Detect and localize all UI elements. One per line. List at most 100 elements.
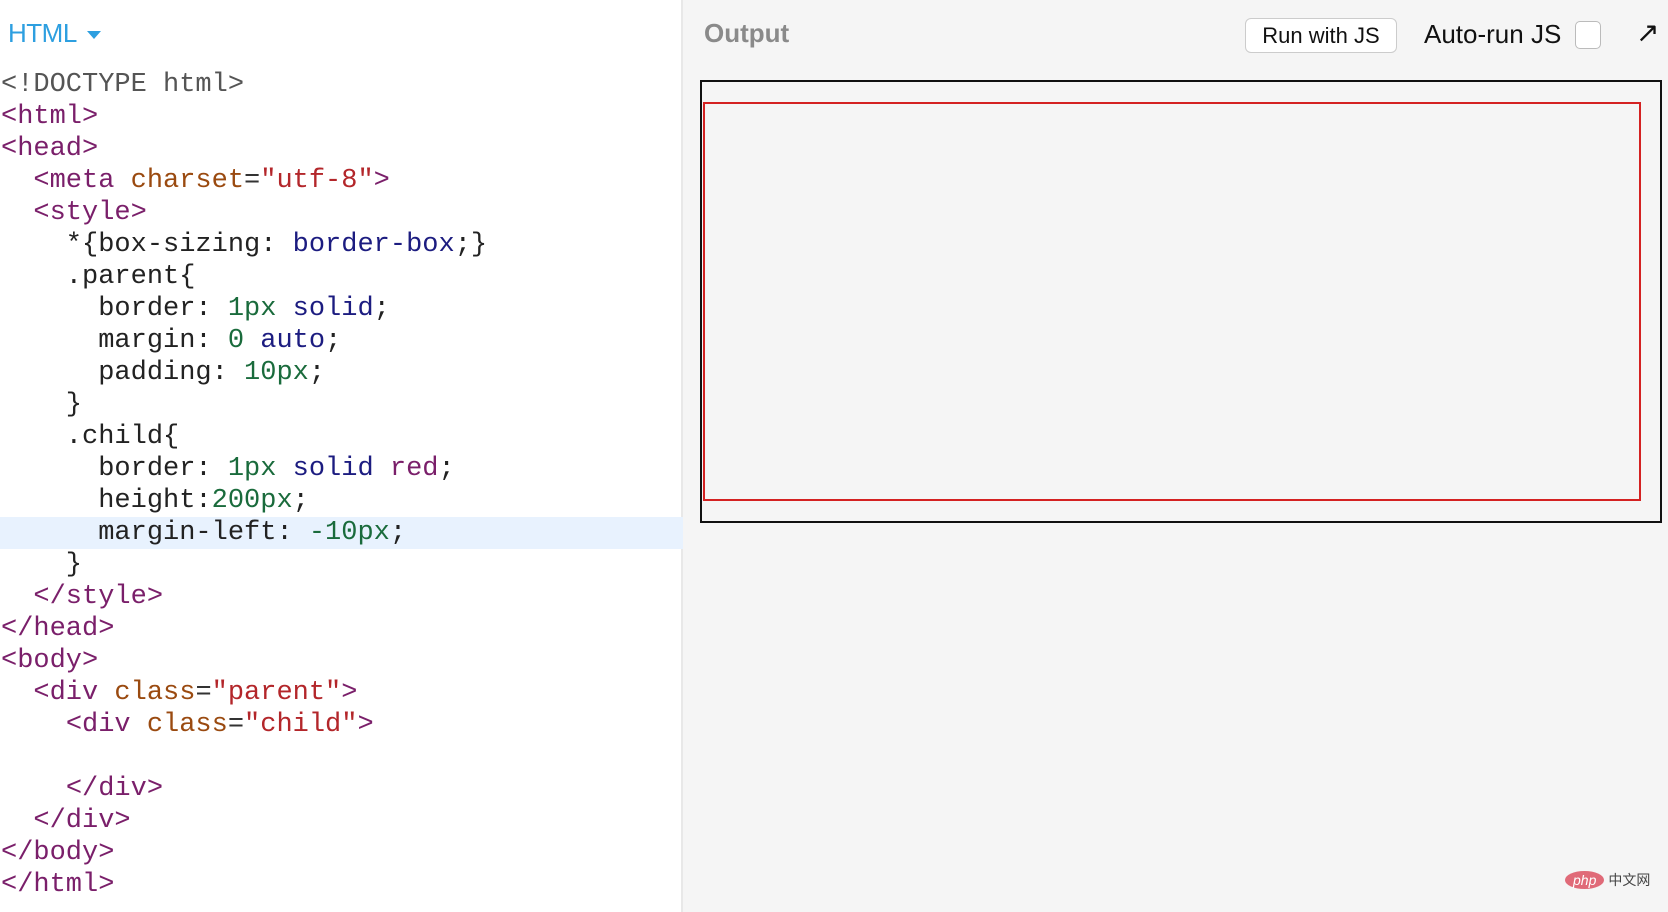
code-token: solid xyxy=(292,454,374,484)
code-line[interactable]: <style> xyxy=(0,197,683,229)
code-line[interactable]: </div> xyxy=(0,805,683,837)
output-title: Output xyxy=(704,18,790,48)
autorun-label: Auto-run JS xyxy=(1424,19,1562,49)
code-token: > xyxy=(357,710,374,740)
code-token: </head> xyxy=(1,614,115,644)
code-line[interactable]: border: 1px solid red; xyxy=(0,453,683,485)
code-token: <body> xyxy=(1,646,99,676)
code-token: <!DOCTYPE html> xyxy=(1,70,245,100)
code-token: padding: xyxy=(1,358,245,388)
autorun-checkbox[interactable] xyxy=(1575,21,1601,49)
code-token: <div xyxy=(65,710,147,740)
code-token: <div xyxy=(33,678,115,708)
code-line[interactable]: </div> xyxy=(0,773,683,805)
code-token: ; xyxy=(373,294,390,324)
code-line[interactable]: margin: 0 auto; xyxy=(0,325,683,357)
code-token: ;} xyxy=(454,230,488,260)
code-line[interactable]: height:200px; xyxy=(0,485,683,517)
code-line[interactable]: <body> xyxy=(0,645,683,677)
code-line[interactable]: <head> xyxy=(0,133,683,165)
code-token: } xyxy=(1,550,83,580)
code-token: </div> xyxy=(65,774,164,804)
code-token: ; xyxy=(438,454,455,484)
language-selector[interactable]: HTML xyxy=(8,18,101,49)
code-token: red xyxy=(389,454,439,484)
code-token: margin: xyxy=(1,326,228,356)
code-token: .parent{ xyxy=(1,262,196,292)
code-token: = xyxy=(227,710,245,740)
code-line[interactable]: padding: 10px; xyxy=(0,357,683,389)
code-line[interactable]: border: 1px solid; xyxy=(0,293,683,325)
code-token: </html> xyxy=(1,870,115,900)
watermark-text: 中文网 xyxy=(1608,872,1651,888)
code-token: charset xyxy=(130,166,245,196)
code-token xyxy=(276,294,292,324)
code-token: border: xyxy=(1,454,228,484)
code-line[interactable]: margin-left: -10px; xyxy=(0,517,683,549)
code-line[interactable]: <meta charset="utf-8"> xyxy=(0,165,683,197)
code-token: } xyxy=(1,390,83,420)
code-token xyxy=(1,198,33,228)
code-line[interactable]: </html> xyxy=(0,869,683,901)
code-line[interactable]: .parent{ xyxy=(0,261,683,293)
editor-panel: HTML <!DOCTYPE html><html><head> <meta c… xyxy=(0,0,683,912)
code-line[interactable]: </head> xyxy=(0,613,683,645)
code-token: border-box xyxy=(292,230,455,260)
code-token: 0 xyxy=(227,326,245,356)
code-token: <meta xyxy=(33,166,131,196)
code-token xyxy=(276,454,292,484)
code-editor[interactable]: <!DOCTYPE html><html><head> <meta charse… xyxy=(0,69,683,901)
code-token xyxy=(1,582,33,612)
code-token: = xyxy=(195,678,212,708)
code-token xyxy=(1,166,33,196)
code-line[interactable]: } xyxy=(0,549,683,581)
code-line[interactable]: </body> xyxy=(0,837,683,869)
code-token xyxy=(244,326,260,356)
code-token: class xyxy=(114,678,196,708)
chevron-down-icon xyxy=(86,31,101,40)
code-token: margin-left: xyxy=(1,518,309,548)
expand-icon[interactable]: ↗ xyxy=(1636,17,1660,48)
code-line[interactable]: } xyxy=(0,389,683,421)
code-token: "child" xyxy=(244,710,358,740)
code-token: 10px xyxy=(244,358,309,388)
language-label: HTML xyxy=(8,18,77,48)
code-token: 200px xyxy=(211,486,293,516)
code-token xyxy=(1,742,17,772)
code-token xyxy=(1,774,66,804)
code-token xyxy=(374,454,390,484)
code-token: = xyxy=(244,166,261,196)
code-token: "parent" xyxy=(211,678,342,708)
code-token: 1px xyxy=(227,454,277,484)
code-line[interactable]: .child{ xyxy=(0,421,683,453)
code-token: > xyxy=(341,678,358,708)
output-child-box xyxy=(703,102,1641,501)
code-token: <style> xyxy=(33,198,147,228)
code-token: auto xyxy=(260,326,326,356)
code-token: </style> xyxy=(33,582,164,612)
code-token: ; xyxy=(308,358,326,388)
code-token xyxy=(1,806,33,836)
code-line[interactable] xyxy=(0,741,683,773)
code-token: </div> xyxy=(33,806,131,836)
code-line[interactable]: </style> xyxy=(0,581,683,613)
code-token: class xyxy=(146,710,228,740)
code-token: .child{ xyxy=(1,422,180,452)
code-line[interactable]: *{box-sizing: border-box;} xyxy=(0,229,683,261)
code-token: -10px xyxy=(308,518,390,548)
code-line[interactable]: <html> xyxy=(0,101,683,133)
code-token: *{box-sizing: xyxy=(1,230,293,260)
code-token xyxy=(1,678,33,708)
code-token: </body> xyxy=(1,838,115,868)
code-token: border: xyxy=(1,294,228,324)
code-line[interactable]: <!DOCTYPE html> xyxy=(0,69,683,101)
code-line[interactable]: <div class="parent"> xyxy=(0,677,683,709)
code-token: <head> xyxy=(1,134,99,164)
code-line[interactable]: <div class="child"> xyxy=(0,709,683,741)
code-token: "utf-8" xyxy=(260,166,374,196)
code-token: > xyxy=(373,166,390,196)
code-token xyxy=(1,710,66,740)
run-with-js-button[interactable]: Run with JS xyxy=(1245,18,1397,53)
code-token: ; xyxy=(325,326,342,356)
